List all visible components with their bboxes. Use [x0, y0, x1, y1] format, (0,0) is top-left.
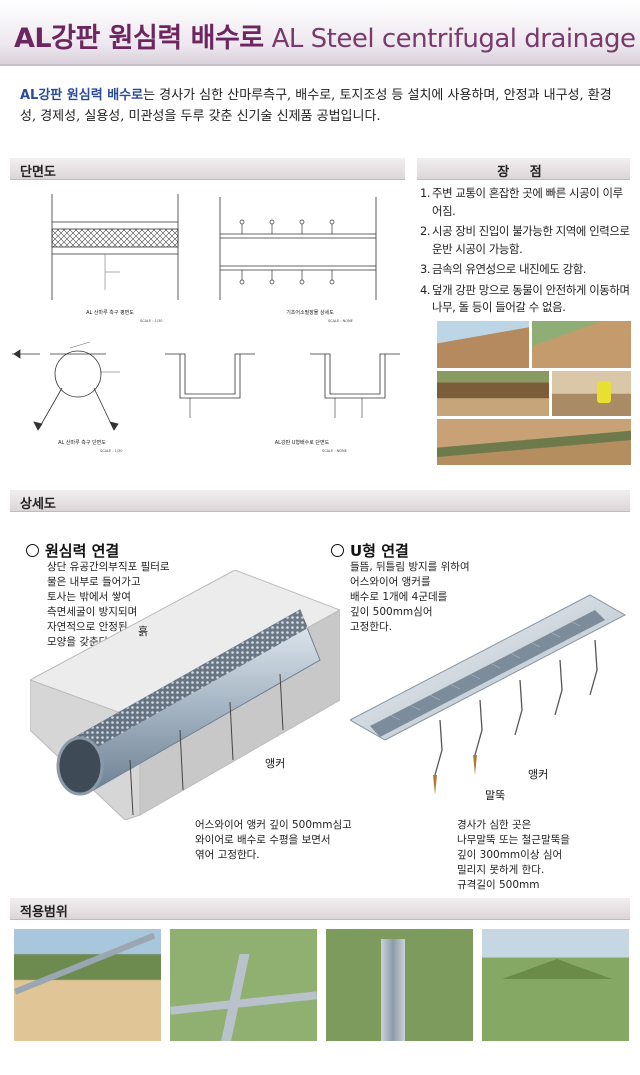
anchor-label-centrifugal: 앵커 [265, 757, 286, 770]
centrifugal-section-drawing [12, 341, 120, 431]
plan-view-drawing [51, 194, 179, 300]
u-type-section-drawing [165, 353, 400, 418]
desc-line: 들뜸, 뒤틀림 방지를 위하여 [350, 561, 470, 573]
construction-photo [552, 371, 631, 416]
section-title-merits: 장 점 [497, 165, 550, 180]
merits-list: 1.주변 교통이 혼잡한 곳에 빠른 시공이 이루어짐. 2.시공 장비 진입이… [420, 185, 630, 320]
stake-label: 말뚝 [485, 789, 506, 802]
title-korean: AL강판 원심력 배수로 [14, 23, 264, 54]
desc-line: 어스와이어 앵커 깊이 500mm심고 [195, 819, 352, 831]
u-section-scale: SCALE : NONE [322, 449, 347, 453]
desc-line: 엮어 고정한다. [195, 849, 260, 861]
plan-label: AL 산마루 측구 평면도 [86, 309, 134, 316]
merit-number: 3. [420, 262, 431, 276]
detail-scale: SCALE : NONE [328, 319, 353, 323]
foundation-detail-drawing [219, 197, 377, 300]
section-scale: SCALE : 1/30 [100, 449, 123, 453]
desc-line: 물은 내부로 들어가고 [47, 576, 141, 588]
desc-line: 배수로 1개에 4군데를 [350, 591, 448, 603]
construction-photo [437, 419, 631, 465]
section-bar-detail: 상세도 [10, 490, 630, 512]
hill-shape [502, 959, 612, 979]
merit-number: 4. [420, 282, 431, 297]
desc-line: 고정한다. [350, 621, 392, 633]
u-type-bottom-description: 경사가 심한 곳은 나무말뚝 또는 철근말뚝을 깊이 300mm이상 심어 밀리… [457, 818, 570, 893]
scope-photo-slope [14, 929, 161, 1041]
construction-photo-grid [437, 321, 631, 465]
worker-figure [597, 381, 611, 403]
merit-number: 1. [420, 186, 431, 200]
merit-text: 덮개 강판 망으로 동물이 안전하게 이동하며 나무, 돌 등이 들어갈 수 없… [432, 282, 630, 315]
centrifugal-heading-text: 원심력 연결 [45, 542, 120, 560]
scope-photo-channel [326, 929, 473, 1041]
centrifugal-bottom-description: 어스와이어 앵커 깊이 500mm심고 와이어로 배수로 수평을 보면서 엮어 … [195, 818, 352, 863]
merit-number: 2. [420, 224, 431, 238]
construction-photo [532, 321, 631, 368]
intro-text: 는 경사가 심한 산마루측구, 배수로, 토지조성 등 설치에 사용하며, 안정… [20, 88, 612, 124]
u-section-label: AL강판 U형배수로 단면도 [275, 439, 330, 446]
desc-line: 어스와이어 앵커를 [350, 576, 431, 588]
u-type-description: 들뜸, 뒤틀림 방지를 위하여 어스와이어 앵커를 배수로 1개에 4군데를 깊… [350, 560, 470, 635]
section-bar-scope: 적용범위 [10, 898, 630, 920]
anchor-label-u-type: 앵커 [528, 768, 549, 781]
desc-line: 깊이 500mm심어 [350, 606, 433, 618]
merit-text: 금속의 유연성으로 내진에도 강함. [432, 262, 586, 276]
desc-line: 자연적으로 안정된 [47, 621, 128, 633]
section-title-cross-section: 단면도 [20, 165, 56, 180]
merit-text: 주변 교통이 혼잡한 곳에 빠른 시공이 이루어짐. [432, 186, 623, 218]
desc-line: 나무말뚝 또는 철근말뚝을 [457, 834, 570, 846]
desc-line: 규격길이 500mm [457, 879, 540, 891]
intro-paragraph: AL강판 원심력 배수로는 경사가 심한 산마루측구, 배수로, 토지조성 등 … [20, 85, 625, 127]
desc-line: 밀리지 못하게 한다. [457, 864, 545, 876]
section-label: AL 산마루 측구 단면도 [58, 439, 106, 446]
section-bar-cross-section: 단면도 [10, 158, 405, 180]
merit-item: 2.시공 장비 진입이 불가능한 지역에 인력으로 운반 시공이 가능함. [420, 223, 630, 258]
drain-line [14, 932, 156, 995]
centrifugal-heading: 원심력 연결 [26, 540, 119, 561]
soil-label: 흙 [138, 625, 148, 638]
desc-line: 토사는 밖에서 쌓여 [47, 591, 131, 603]
centrifugal-3d-illustration: 흙 [30, 570, 340, 820]
desc-line: 경사가 심한 곳은 [457, 819, 532, 831]
desc-line: 와이어로 배수로 수평을 보면서 [195, 834, 331, 846]
section-title-detail: 상세도 [20, 497, 56, 512]
detail-label: 기초어소필장물 상세도 [286, 309, 334, 316]
drain-channel [381, 939, 405, 1041]
section-title-scope: 적용범위 [20, 905, 68, 920]
bullet-circle-icon [331, 544, 344, 557]
drain-line [220, 954, 250, 1041]
plan-scale: SCALE : 1/30 [140, 319, 163, 323]
cross-section-drawings: AL 산마루 측구 평면도 SCALE : 1/30 기초어소필장물 상세도 S… [12, 194, 400, 453]
desc-line: 상단 유공간의부직포 필터로 [47, 561, 170, 573]
section-bar-merits: 장 점 [417, 158, 630, 180]
merit-item: 4.덮개 강판 망으로 동물이 안전하게 이동하며 나무, 돌 등이 들어갈 수… [420, 282, 630, 317]
desc-line: 깊이 300mm이상 심어 [457, 849, 563, 861]
intro-highlight: AL강판 원심력 배수로 [20, 88, 144, 103]
title-english: AL Steel centrifugal drainage [271, 24, 636, 54]
drain-line [170, 991, 317, 1015]
bullet-circle-icon [26, 544, 39, 557]
construction-photo [437, 321, 529, 368]
u-type-heading-text: U형 연결 [350, 542, 409, 560]
desc-line: 측면세굴이 방지되며 [47, 606, 138, 618]
merit-item: 1.주변 교통이 혼잡한 곳에 빠른 시공이 이루어짐. [420, 185, 630, 220]
scope-photo-hillside [482, 929, 629, 1041]
u-type-3d-illustration [350, 594, 627, 795]
merit-text: 시공 장비 진입이 불가능한 지역에 인력으로 운반 시공이 가능함. [432, 224, 630, 256]
u-type-heading: U형 연결 [331, 540, 409, 561]
merit-item: 3.금속의 유연성으로 내진에도 강함. [420, 261, 630, 279]
construction-photo [437, 371, 549, 416]
scope-photo-lawn [170, 929, 317, 1041]
